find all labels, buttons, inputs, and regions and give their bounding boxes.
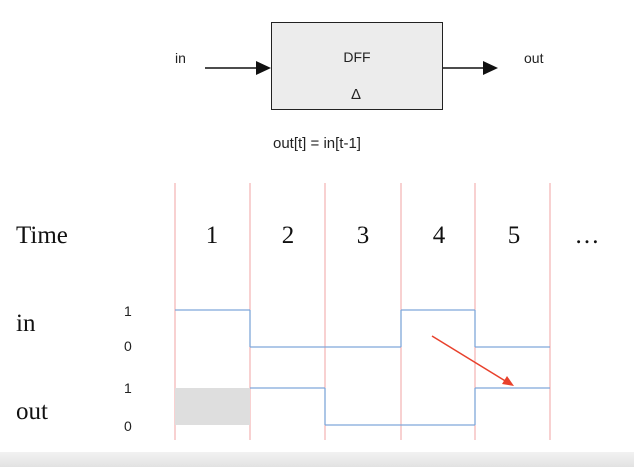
time-label-5: 5 bbox=[507, 222, 521, 249]
signal-name-in: in bbox=[16, 310, 36, 337]
time-label-4: 4 bbox=[432, 222, 446, 249]
dff-name: DFF bbox=[343, 49, 371, 65]
dependency-arrow-line bbox=[431, 335, 508, 383]
time-label-3: 3 bbox=[356, 222, 370, 249]
dff-block-diagram bbox=[205, 61, 498, 75]
time-label-more: … bbox=[574, 222, 600, 249]
time-axis-title: Time bbox=[16, 222, 68, 249]
output-label: out bbox=[524, 50, 544, 66]
dff-box: DFF Δ bbox=[271, 22, 443, 110]
bottom-bar bbox=[0, 452, 634, 467]
output-arrow-head bbox=[483, 61, 498, 75]
in-high-label: 1 bbox=[124, 303, 132, 319]
time-label-2: 2 bbox=[281, 222, 295, 249]
dependency-arrow-head bbox=[502, 376, 514, 386]
out-high-label: 1 bbox=[124, 380, 132, 396]
time-label-1: 1 bbox=[205, 222, 219, 249]
out-undefined-region-1 bbox=[175, 388, 250, 425]
equation: out[t] = in[t-1] bbox=[273, 135, 361, 152]
clock-triangle-icon: Δ bbox=[351, 86, 362, 103]
input-label: in bbox=[175, 50, 186, 66]
in-low-label: 0 bbox=[124, 338, 132, 354]
input-arrow-head bbox=[256, 61, 271, 75]
out-low-label: 0 bbox=[124, 418, 132, 434]
signal-name-out: out bbox=[16, 398, 48, 425]
